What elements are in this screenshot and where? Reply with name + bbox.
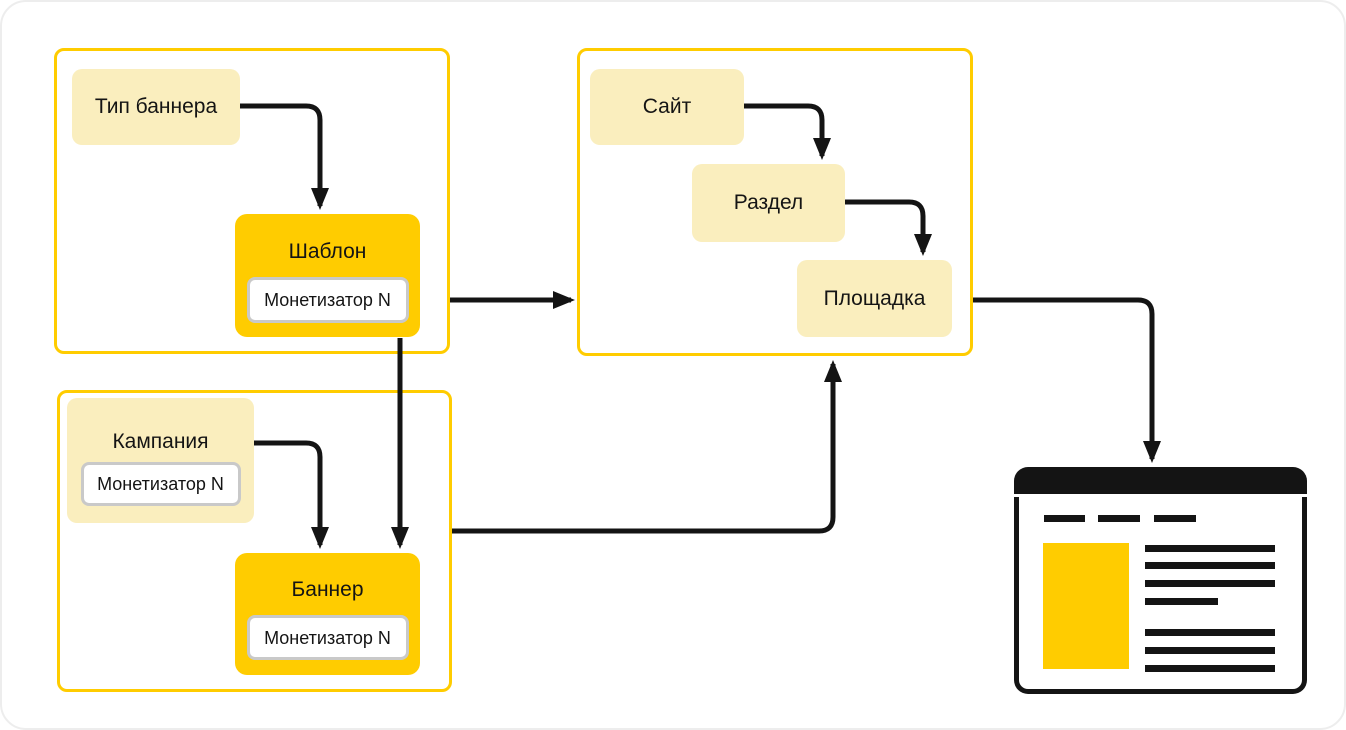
site-node: Сайт [590, 69, 744, 145]
webpage-nav-dash [1044, 515, 1085, 522]
campaign-monetizer-label: Монетизатор N [97, 474, 224, 494]
webpage-text-line [1145, 629, 1275, 636]
banner-monetizer-node: Монетизатор N [246, 615, 409, 660]
webpage-text-line [1145, 665, 1275, 672]
webpage-text-line [1145, 562, 1275, 569]
template-monetizer-node: Монетизатор N [246, 277, 409, 323]
banner-type-node: Тип баннера [72, 69, 240, 145]
campaign-monetizer-node: Монетизатор N [80, 462, 241, 506]
banner-node: Баннер Монетизатор N [235, 553, 420, 675]
template-monetizer-label: Монетизатор N [264, 290, 391, 310]
placement-label: Площадка [823, 286, 926, 310]
placement-node: Площадка [797, 260, 952, 337]
webpage-text-line [1145, 647, 1275, 654]
webpage-text-line [1145, 598, 1218, 605]
arrow-banner-group-to-placement [452, 360, 842, 534]
webpage-nav-dash [1098, 515, 1140, 522]
site-label: Сайт [642, 95, 692, 118]
webpage-text-line [1145, 545, 1275, 552]
webpage-nav-dash [1154, 515, 1196, 522]
section-label: Раздел [733, 191, 804, 214]
banner-label: Баннер [291, 578, 364, 601]
template-label: Шаблон [288, 240, 367, 263]
banner-type-label: Тип баннера [94, 95, 218, 118]
campaign-label: Кампания [112, 430, 209, 453]
webpage-icon [1014, 467, 1307, 694]
webpage-header-bar [1014, 467, 1307, 494]
banner-monetizer-label: Монетизатор N [264, 627, 391, 648]
template-node: Шаблон Монетизатор N [235, 214, 420, 337]
webpage-text-line [1145, 580, 1275, 587]
section-node: Раздел [692, 164, 845, 242]
campaign-node: Кампания Монетизатор N [67, 398, 254, 523]
webpage-ad-block [1043, 543, 1129, 669]
arrow-placement-to-webpage [973, 297, 1161, 463]
